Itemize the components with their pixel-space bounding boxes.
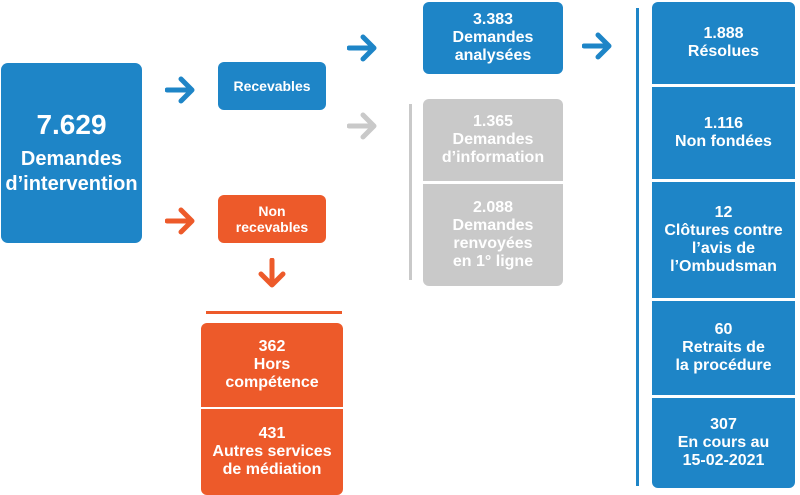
admissible-label: Recevables [233, 78, 311, 94]
inadmissible-label: Non recevables [235, 203, 309, 235]
outcome-unfounded-label: Non fondées [675, 133, 772, 150]
arrow-down-icon [258, 258, 286, 288]
referred-requests-label: Demandes renvoyées en 1° ligne [452, 217, 534, 270]
out-of-scope-label: Hors compétence [225, 356, 319, 391]
outcome-withdrawn-box: 60 Retraits de la procédure [652, 301, 795, 395]
referred-requests-box: 2.088 Demandes renvoyées en 1° ligne [423, 184, 563, 286]
outcome-withdrawn-value: 60 [714, 321, 733, 338]
arrow-right-icon [165, 76, 195, 104]
outcome-resolved-value: 1.888 [703, 25, 744, 42]
information-requests-box: 1.365 Demandes d’information [423, 99, 563, 181]
out-of-scope-box: 362 Hors compétence [201, 323, 343, 407]
outcome-unfounded-value: 1.116 [703, 115, 744, 132]
analysed-box: 3.383 Demandes analysées [423, 2, 563, 74]
arrow-right-icon [165, 207, 195, 235]
outcome-pending-value: 307 [710, 416, 737, 433]
analysed-value: 3.383 [472, 11, 514, 28]
other-mediation-value: 431 [258, 425, 286, 442]
analysed-label: Demandes analysées [452, 29, 534, 64]
total-requests-box: 7.629 Demandes d’intervention [1, 63, 142, 243]
outcome-resolved-box: 1.888 Résolues [652, 2, 795, 84]
total-requests-label: Demandes d’intervention [5, 148, 138, 195]
outcome-unfounded-box: 1.116 Non fondées [652, 87, 795, 179]
arrow-right-icon [347, 112, 377, 140]
arrow-right-icon [582, 32, 612, 60]
arrow-right-icon [347, 34, 377, 62]
total-requests-value: 7.629 [36, 109, 107, 140]
separator-line [206, 311, 342, 314]
outcome-closed-against-advice-value: 12 [714, 204, 733, 221]
outcome-withdrawn-label: Retraits de la procédure [675, 339, 772, 374]
admissible-box: Recevables [218, 62, 326, 110]
information-requests-value: 1.365 [472, 113, 514, 130]
inadmissible-box: Non recevables [218, 195, 326, 243]
grey-vertical-line [409, 104, 412, 280]
referred-requests-value: 2.088 [472, 199, 514, 216]
outcome-pending-label: En cours au 15-02-2021 [677, 434, 770, 469]
blue-vertical-line [636, 8, 639, 486]
outcome-closed-against-advice-label: Clôtures contre l’avis de l’Ombudsman [664, 222, 783, 275]
other-mediation-box: 431 Autres services de médiation [201, 409, 343, 495]
other-mediation-label: Autres services de médiation [212, 443, 332, 478]
outcome-pending-box: 307 En cours au 15-02-2021 [652, 398, 795, 488]
outcome-resolved-label: Résolues [687, 43, 760, 60]
information-requests-label: Demandes d’information [441, 131, 545, 166]
out-of-scope-value: 362 [258, 338, 286, 355]
outcome-closed-against-advice-box: 12 Clôtures contre l’avis de l’Ombudsman [652, 182, 795, 298]
